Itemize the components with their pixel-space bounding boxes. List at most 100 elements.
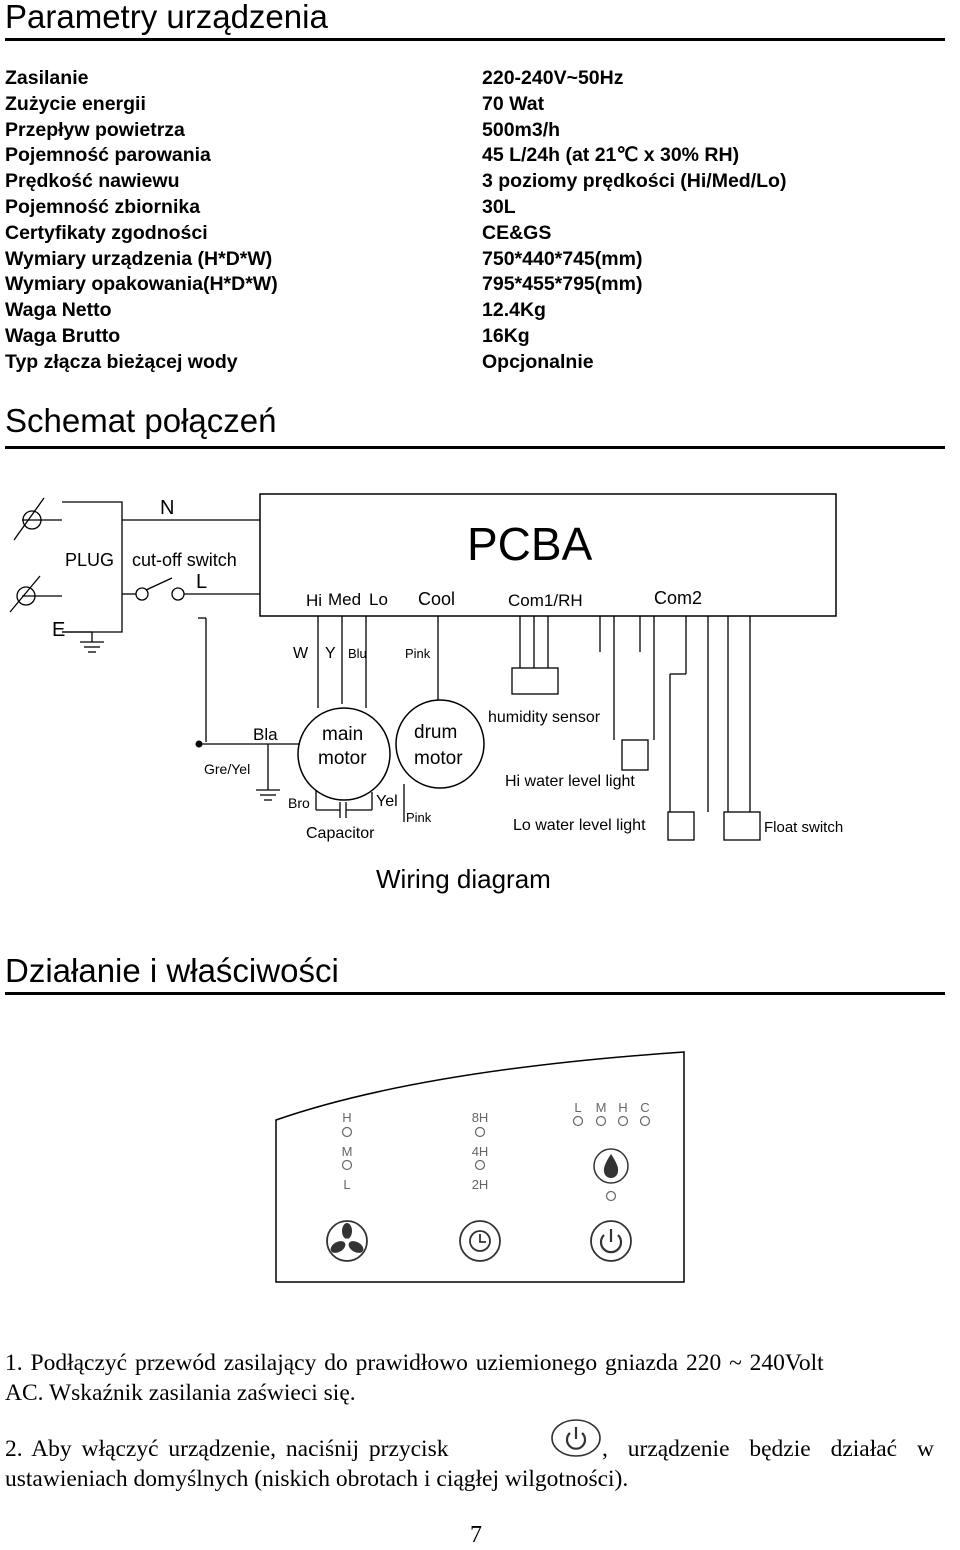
spec-label: Pojemność parowania	[5, 144, 211, 167]
label-med: Med	[328, 590, 361, 609]
timer-level-8h: 8H	[472, 1110, 489, 1125]
label-e: E	[52, 619, 65, 641]
spec-row: Zasilanie 220-240V~50Hz	[5, 66, 945, 92]
spec-label: Zasilanie	[5, 67, 89, 89]
terminal-n-slash	[13, 497, 45, 541]
p2-line2: ustawieniach domyślnych (niskich obrotac…	[5, 1466, 629, 1492]
label-main-motor-1: main	[322, 724, 363, 745]
spec-label: Zużycie energii	[5, 92, 146, 115]
spec-value: 3 poziomy prędkości (Hi/Med/Lo)	[482, 170, 787, 193]
page-number: 7	[470, 1522, 482, 1548]
terminal-l	[16, 586, 36, 606]
spec-row: Wymiary opakowania(H*D*W) 795*455*795(mm)	[5, 272, 945, 298]
label-y: Y	[325, 645, 336, 662]
spec-label: Certyfikaty zgodności	[5, 221, 208, 244]
spec-label: Waga Brutto	[5, 324, 121, 347]
spec-row: Prędkość nawiewu 3 poziomy prędkości (Hi/…	[5, 169, 945, 195]
mode-h: H	[618, 1100, 627, 1115]
label-gre-yel: Gre/Yel	[204, 761, 250, 777]
spec-value: Opcjonalnie	[482, 350, 594, 373]
wiring-title: Schemat połączeń	[5, 402, 277, 439]
mode-l: L	[574, 1100, 581, 1115]
label-hi-water: Hi water level light	[505, 773, 635, 790]
timer-led-8h	[474, 1126, 486, 1138]
label-yel: Yel	[376, 793, 398, 810]
mode-m: M	[596, 1100, 607, 1115]
label-main-motor-2: motor	[318, 748, 367, 769]
clock-icon	[469, 1230, 491, 1252]
timer-level-4h: 4H	[472, 1144, 489, 1159]
terminal-n	[22, 510, 42, 530]
spec-label: Prędkość nawiewu	[5, 170, 180, 193]
spec-value: 795*455*795(mm)	[482, 273, 643, 296]
humidity-connector	[511, 667, 559, 695]
label-com2: Com2	[654, 588, 702, 608]
p1-line1: 1. Podłączyć przewód zasilający do prawi…	[5, 1350, 824, 1376]
label-com1: Com1/RH	[508, 591, 583, 610]
spec-row: Wymiary urządzenia (H*D*W)750*440*745(mm…	[5, 247, 945, 273]
label-drum-motor-1: drum	[414, 722, 457, 743]
spec-row: Waga Netto 12.4Kg	[5, 298, 945, 324]
wiring-caption: Wiring diagram	[376, 864, 551, 894]
spec-value: 500m3/h	[482, 118, 561, 141]
mode-c: C	[640, 1100, 649, 1115]
spec-value: 220-240V~50Hz	[482, 67, 624, 89]
fan-level-h: H	[342, 1110, 351, 1125]
mode-led-l	[572, 1115, 584, 1127]
power-icon	[599, 1229, 623, 1254]
p2-line1: 2. Aby włączyć urządzenie, naciśnij przy…	[5, 1419, 955, 1464]
hi-water-light	[621, 739, 649, 771]
paragraph-1: 1. Podłączyć przewód zasilający do prawi…	[5, 1348, 955, 1408]
timer-level-2h: 2H	[472, 1177, 489, 1192]
label-cutoff: cut-off switch	[132, 550, 237, 570]
spec-label: Waga Netto	[5, 299, 112, 322]
mode-led-h	[617, 1115, 629, 1127]
label-bla: Bla	[253, 725, 278, 744]
paragraph-2: 2. Aby włączyć urządzenie, naciśnij przy…	[5, 1419, 955, 1494]
power-icon	[551, 1419, 601, 1457]
timer-led-4h	[474, 1159, 486, 1171]
spec-label: Przepływ powietrza	[5, 118, 185, 141]
power-led	[605, 1190, 617, 1202]
label-pink: Pink	[405, 646, 431, 661]
spec-label: Wymiary urządzenia (H*D*W)	[5, 247, 273, 270]
fan-level-m: M	[342, 1144, 353, 1159]
main-motor-circle	[297, 707, 391, 801]
p1-line2: AC. Wskaźnik zasilania zaświeci się.	[5, 1380, 356, 1406]
droplet-icon	[603, 1154, 619, 1178]
spec-value: 30L	[482, 195, 516, 218]
spec-row: Pojemność zbiornika 30L	[5, 195, 945, 221]
label-w: W	[293, 645, 309, 662]
spec-label: Pojemność zbiornika	[5, 195, 201, 218]
spec-label: Wymiary opakowania(H*D*W)	[5, 273, 278, 296]
fan-icon	[330, 1223, 364, 1253]
label-hi: Hi	[306, 591, 322, 610]
control-panel: H M L 8H 4H 2H L M H C	[275, 1051, 685, 1283]
wiring-rule	[5, 446, 945, 449]
label-pcba: PCBA	[467, 518, 593, 570]
switch-contact-b	[171, 587, 185, 601]
features-title: Działanie i właściwości	[5, 952, 339, 989]
mode-led-m	[595, 1115, 607, 1127]
drum-motor-circle	[395, 699, 485, 789]
fan-led-m	[341, 1159, 353, 1171]
spec-value: 16Kg	[482, 324, 530, 347]
spec-value: 12.4Kg	[482, 299, 546, 322]
label-drum-motor-2: motor	[414, 748, 463, 769]
label-lo: Lo	[369, 590, 388, 609]
spec-row: Przepływ powietrza 500m3/h	[5, 118, 945, 144]
p2-line1-b: , urządzenie będzie działać w	[602, 1436, 934, 1462]
params-rule	[5, 38, 945, 41]
panel-outline	[275, 1051, 685, 1283]
mode-led-c	[639, 1115, 651, 1127]
label-pink2: Pink	[406, 810, 432, 825]
label-plug: PLUG	[65, 550, 114, 570]
float-switch-box	[723, 811, 761, 841]
label-blu: Blu	[348, 646, 367, 661]
label-humidity-sensor: humidity sensor	[488, 709, 601, 726]
